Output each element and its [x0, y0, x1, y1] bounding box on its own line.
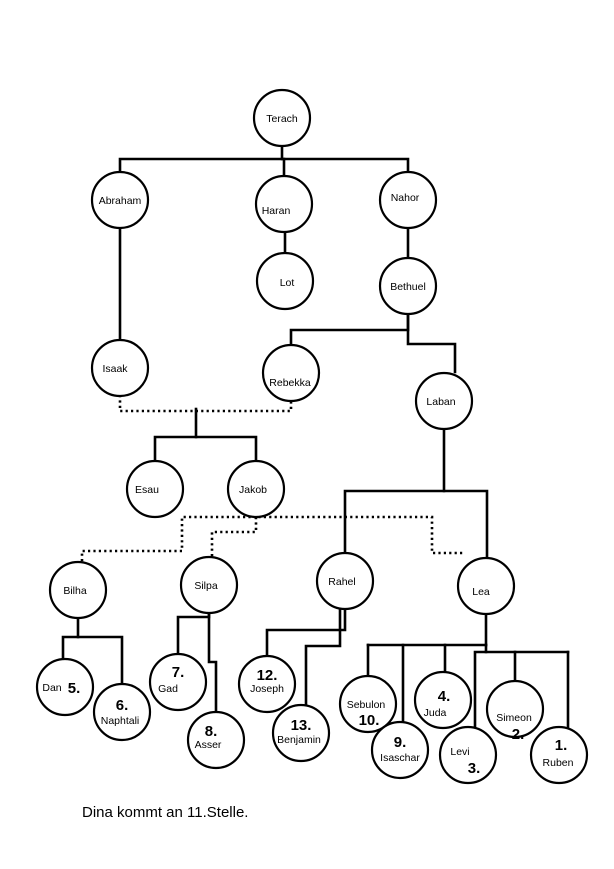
marriage-jakob-lea	[254, 514, 465, 555]
line-rahel-joseph	[265, 608, 347, 660]
person-levi: Levi 3.	[438, 725, 498, 785]
person-name: Ruben	[543, 757, 574, 769]
person-rebekka: Rebekka	[261, 343, 321, 403]
person-simeon: Simeon 2.	[485, 679, 545, 743]
person-name: Bethuel	[390, 281, 426, 293]
line-bethuel-rebekka	[289, 311, 410, 347]
person-silpa: Silpa	[179, 555, 239, 615]
line-silpa-gad	[176, 610, 211, 658]
birth-order: 8.	[205, 723, 218, 740]
person-nahor: Nahor	[378, 170, 438, 230]
line-rahel-benjamin	[304, 608, 342, 709]
footnote: Dina kommt an 11.Stelle.	[82, 804, 249, 821]
person-name: Rahel	[328, 576, 355, 588]
person-name: Nahor	[391, 192, 420, 204]
descent-lines	[61, 141, 570, 730]
person-juda: 4. Juda	[413, 670, 473, 730]
person-lea: Lea	[456, 556, 516, 616]
birth-order: 4.	[438, 688, 451, 705]
person-abraham: Abraham	[90, 170, 150, 230]
line-terach-children	[118, 157, 410, 179]
birth-order: 1.	[555, 737, 568, 754]
person-bilha: Bilha	[48, 560, 108, 620]
person-name: Gad	[158, 683, 178, 695]
marriage-jakob-silpa	[210, 517, 258, 560]
person-esau: Esau	[125, 459, 185, 519]
person-name: Simeon	[496, 712, 532, 724]
birth-order: 12.	[257, 667, 278, 684]
line-levi	[473, 643, 488, 730]
person-name: Juda	[424, 707, 447, 719]
person-isaak: Isaak	[90, 338, 150, 398]
person-laban: Laban	[414, 371, 474, 431]
person-dan: Dan 5.	[35, 657, 95, 717]
line-bethuel-laban	[406, 311, 457, 374]
person-naphtali: 6. Naphtali	[92, 682, 152, 742]
person-name: Lot	[280, 277, 295, 289]
person-name: Isaschar	[380, 752, 420, 764]
person-name: Dan	[42, 682, 61, 694]
birth-order: 3.	[468, 760, 481, 777]
person-name: Lea	[472, 586, 490, 598]
person-lot: Lot	[255, 251, 315, 311]
person-name: Jakob	[239, 484, 267, 496]
person-benjamin: 13. Benjamin	[271, 703, 331, 763]
person-ruben: 1. Ruben	[529, 725, 589, 785]
person-name: Joseph	[250, 683, 284, 695]
person-name: Terach	[266, 113, 298, 125]
birth-order: 6.	[116, 697, 129, 714]
birth-order: 5.	[68, 680, 81, 697]
person-sebulon: Sebulon 10.	[338, 674, 398, 734]
line-silpa-asser	[207, 610, 218, 716]
birth-order: 7.	[172, 664, 185, 681]
birth-order: 13.	[291, 717, 312, 734]
person-name: Isaak	[102, 363, 128, 375]
birth-order: 10.	[359, 712, 380, 729]
marriage-isaak-rebekka	[118, 395, 293, 413]
person-name: Levi	[450, 746, 469, 758]
person-jakob: Jakob	[226, 459, 286, 519]
person-name: Abraham	[99, 195, 142, 207]
marriage-jakob-bilha	[80, 515, 256, 563]
person-rahel: Rahel	[315, 551, 375, 611]
person-isaschar: 9. Isaschar	[370, 720, 430, 780]
person-name: Esau	[135, 484, 159, 496]
person-joseph: 12. Joseph	[237, 654, 297, 714]
person-asser: 8. Asser	[186, 710, 246, 770]
line-esau-jakob	[153, 435, 258, 465]
person-name: Silpa	[194, 580, 218, 592]
person-name: Bilha	[63, 585, 87, 597]
person-name: Benjamin	[277, 734, 321, 746]
person-name: Laban	[426, 396, 455, 408]
person-name: Haran	[262, 205, 291, 217]
person-name: Naphtali	[101, 715, 140, 727]
person-haran: Haran	[254, 174, 314, 234]
person-terach: Terach	[252, 88, 312, 148]
person-bethuel: Bethuel	[378, 256, 438, 316]
person-gad: 7. Gad	[148, 652, 208, 712]
person-name: Rebekka	[269, 377, 311, 389]
person-name: Asser	[195, 739, 222, 751]
birth-order: 9.	[394, 734, 407, 751]
line-rahel-lea	[343, 489, 489, 559]
birth-order: 2.	[512, 726, 525, 743]
line-bilha-sons	[61, 635, 124, 690]
person-name: Sebulon	[347, 699, 386, 711]
